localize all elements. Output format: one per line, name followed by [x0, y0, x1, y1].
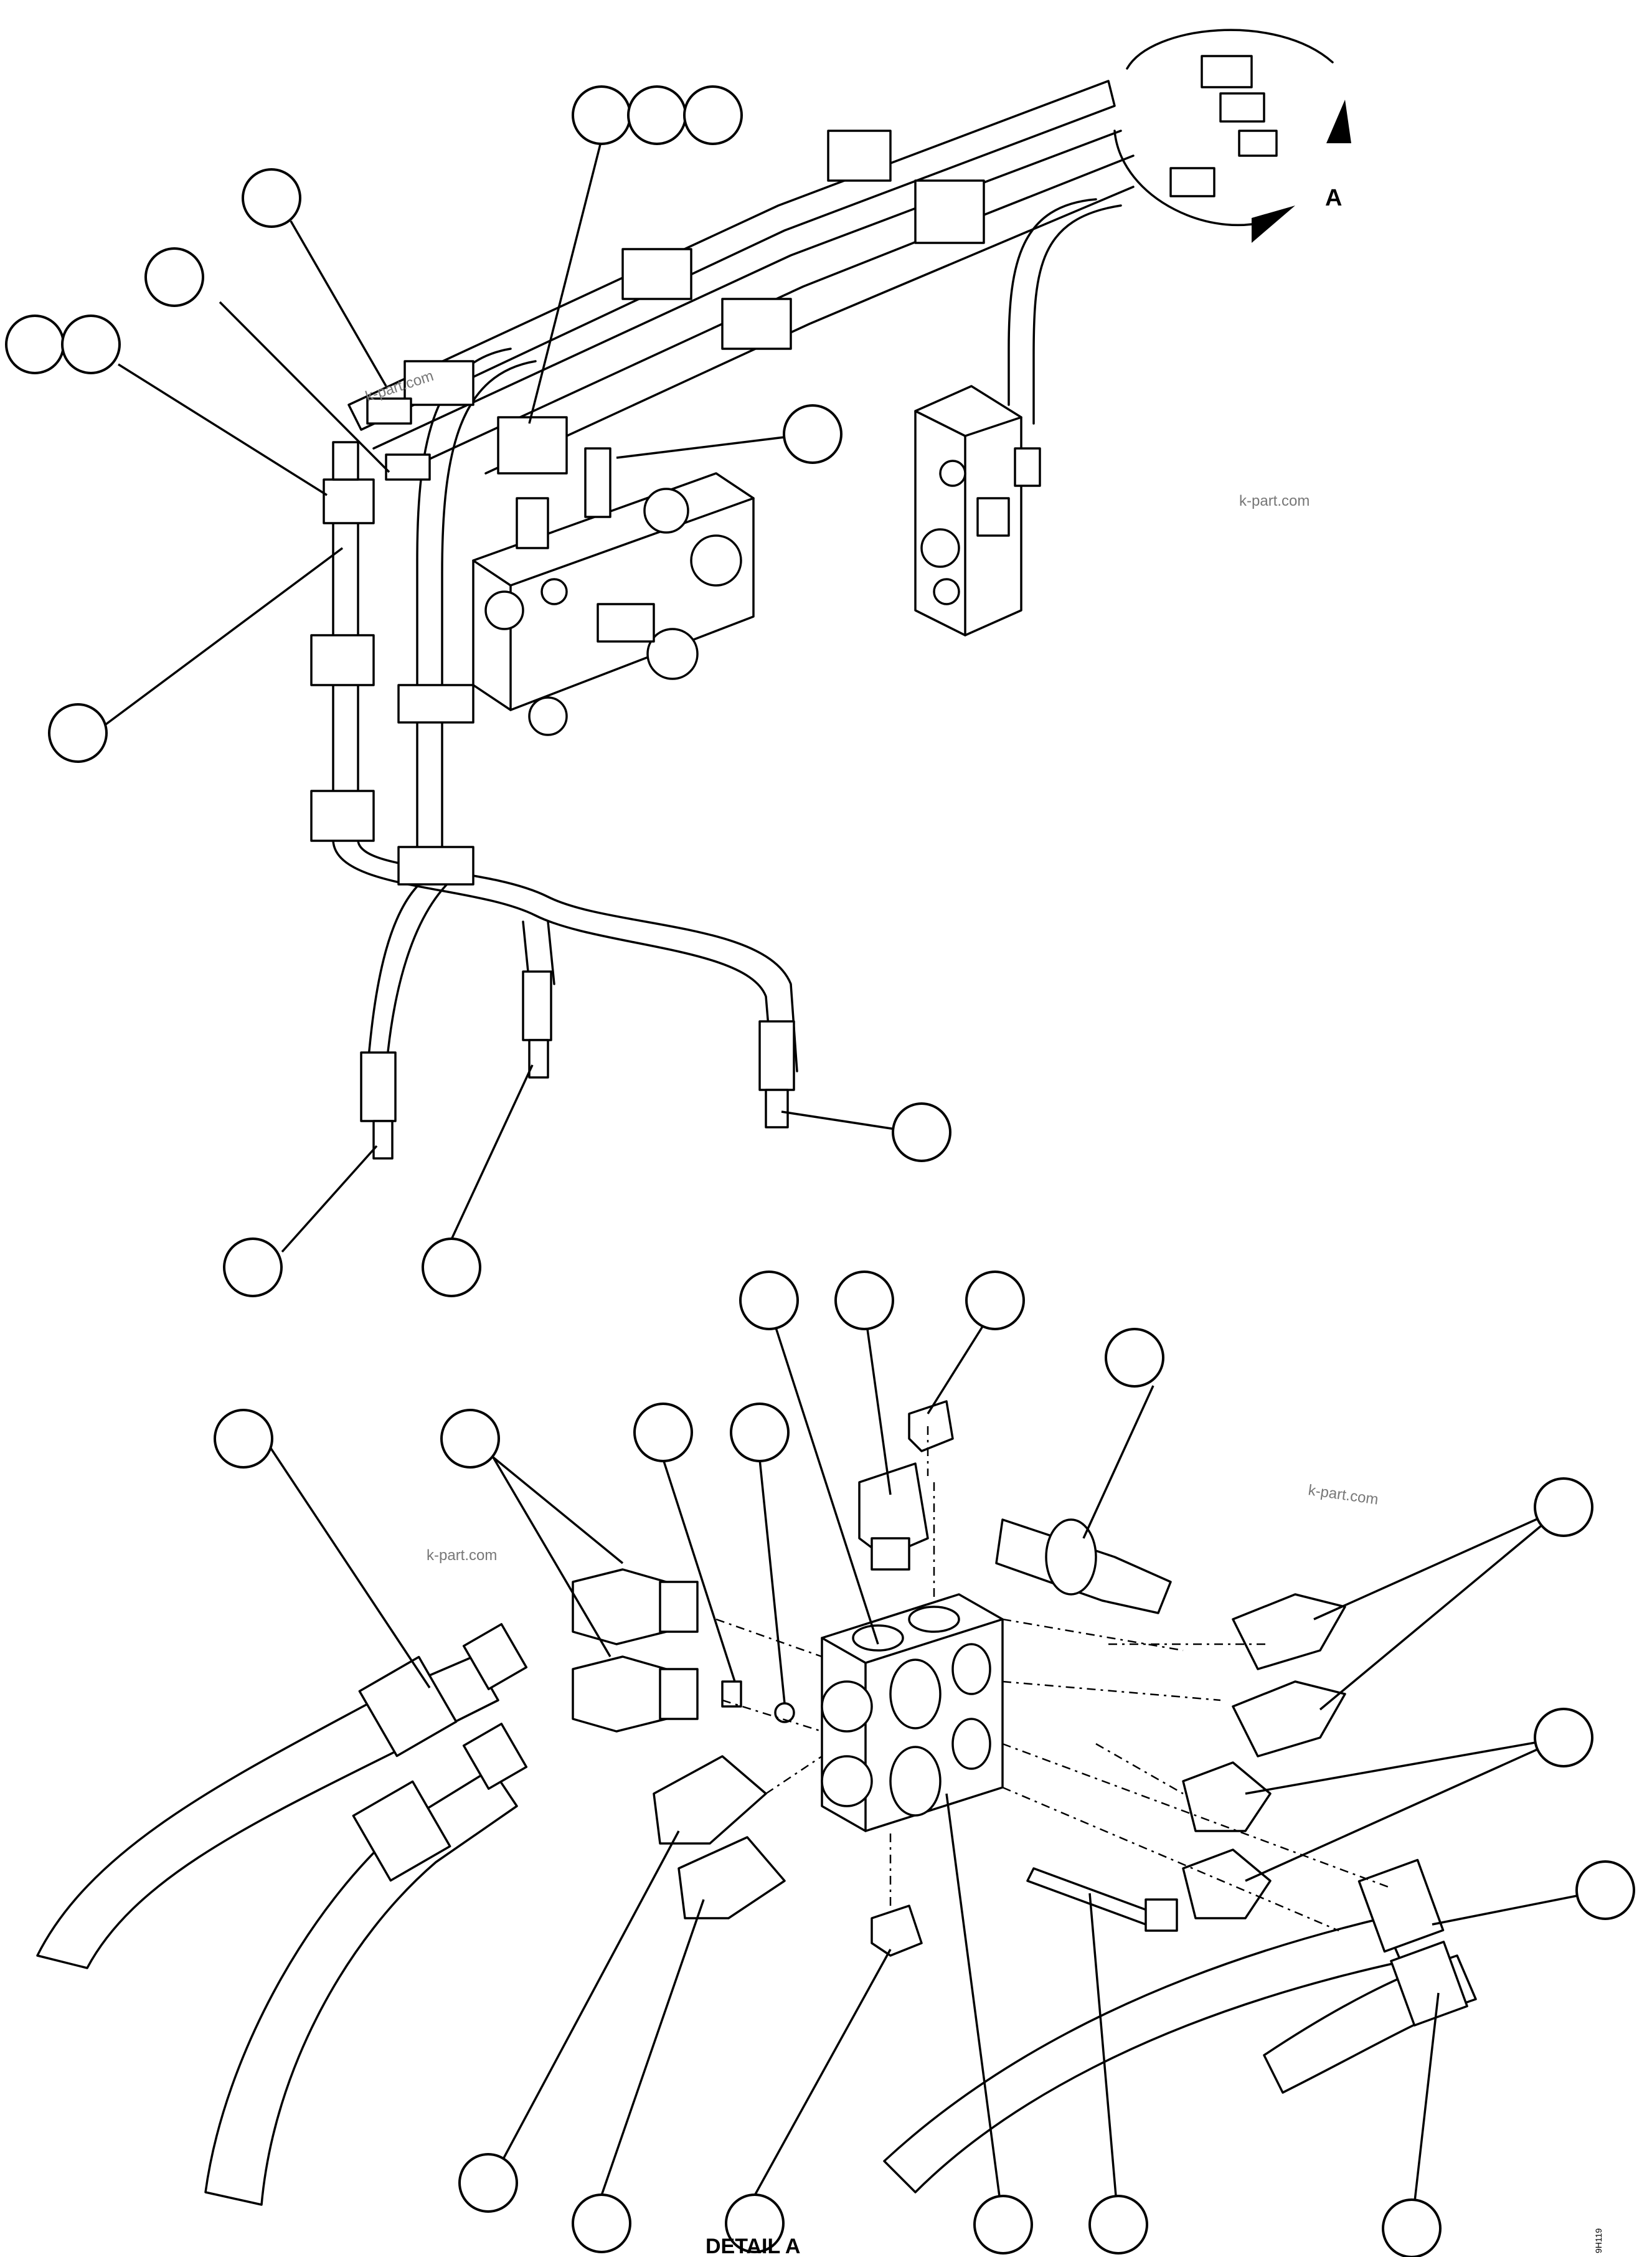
- detail-a-assembly: [36, 1400, 1477, 2206]
- callout-balloon: [973, 2195, 1033, 2255]
- callout-balloon: [1382, 2198, 1442, 2257]
- callout-balloon: [422, 1237, 481, 1297]
- callout-balloon: [892, 1102, 951, 1162]
- detail-caption: DETAIL A: [706, 2235, 800, 2257]
- callout-balloon: [61, 315, 121, 374]
- callout-balloon: [834, 1270, 894, 1330]
- callout-balloon: [440, 1409, 500, 1469]
- drawing-number: 9H119: [1593, 2228, 1603, 2253]
- small-valve-block: [914, 385, 1041, 636]
- callout-balloon: [1088, 2195, 1148, 2255]
- callout-balloon: [683, 85, 743, 145]
- watermark-text: k-part.com: [1239, 493, 1310, 509]
- detail-marker: A: [1325, 185, 1342, 211]
- main-valve-block: [472, 447, 755, 736]
- callout-balloon: [739, 1270, 799, 1330]
- callout-balloon: [214, 1409, 273, 1469]
- callout-balloon: [965, 1270, 1025, 1330]
- upper-hose-assembly: [310, 80, 1135, 1160]
- watermark-text: k-part.com: [1307, 1482, 1379, 1508]
- callout-circles: [5, 85, 1635, 2257]
- callout-balloon: [572, 85, 631, 145]
- callout-balloon: [627, 85, 687, 145]
- callout-balloon: [1534, 1708, 1593, 1767]
- callout-balloon: [633, 1403, 693, 1462]
- callout-balloon: [783, 404, 843, 464]
- callout-balloon: [242, 168, 301, 228]
- callout-balloon: [1534, 1477, 1593, 1537]
- callout-balloon: [1575, 1860, 1635, 1920]
- watermark-text: k-part.com: [427, 1547, 497, 1564]
- callout-balloon: [48, 703, 108, 763]
- callout-balloon: [572, 2193, 631, 2253]
- callout-balloon: [725, 2193, 785, 2253]
- detail-a-view-circle: A: [1113, 29, 1351, 243]
- callout-balloon: [223, 1237, 283, 1297]
- callout-balloon: [730, 1403, 790, 1462]
- callout-balloon: [144, 247, 204, 307]
- callout-balloon: [458, 2153, 518, 2213]
- callout-balloon: [5, 315, 65, 374]
- callout-balloon: [1105, 1328, 1164, 1388]
